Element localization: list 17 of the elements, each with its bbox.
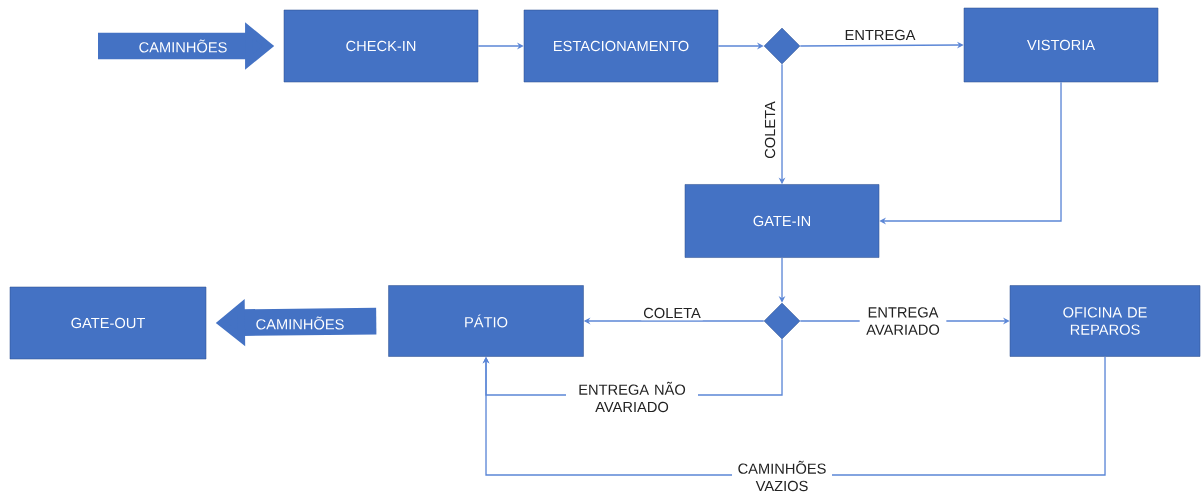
edge-label: CAMINHÕES (139, 39, 227, 53)
edge-label: ENTREGA NÃO AVARIADO (566, 379, 698, 415)
process-box: ESTACIONAMENTO (523, 9, 719, 83)
process-box: PÁTIO (388, 285, 584, 357)
process-box: VISTORIA (963, 7, 1159, 83)
edge-label: CAMINHÕES (256, 316, 344, 330)
edge-label: COLETA (641, 305, 703, 321)
edge-label: ENTREGA AVARIADO (859, 305, 947, 337)
process-box: OFICINA DE REPAROS (1009, 285, 1201, 357)
process-box: GATE-OUT (9, 286, 207, 360)
process-box: GATE-IN (684, 184, 880, 258)
edge-label: COLETA (762, 99, 778, 161)
edge-label: ENTREGA (842, 27, 918, 43)
decision-diamond (763, 302, 801, 340)
edge-label: CAMINHÕES VAZIOS (732, 458, 832, 494)
decision-diamond (763, 27, 801, 65)
process-box: CHECK-IN (283, 9, 479, 83)
